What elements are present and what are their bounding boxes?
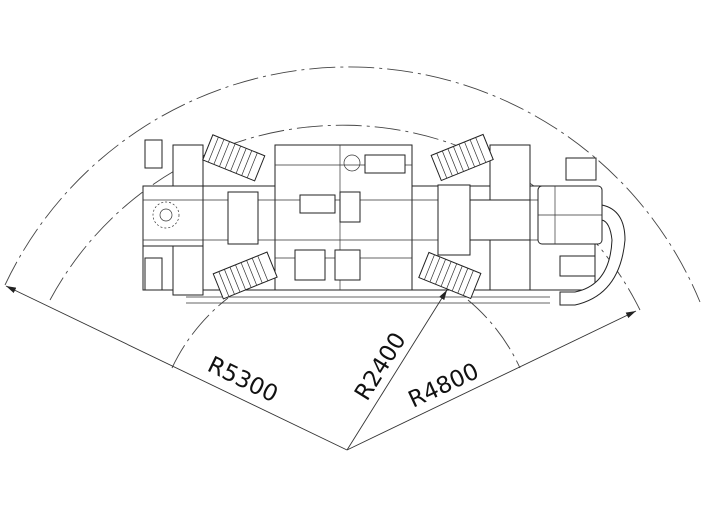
outer-radius-line (5, 285, 348, 451)
vehicle-plan-view (142, 133, 626, 306)
track-rear-right (418, 251, 482, 300)
inner-radius-line (346, 289, 448, 451)
track-rear-left (430, 133, 494, 182)
middle-radius-arc (49, 124, 641, 311)
track-front-right (212, 251, 278, 300)
track-front-left (202, 134, 266, 182)
middle-radius-line (346, 310, 637, 451)
dimension-label-r2400: R2400 (350, 328, 412, 405)
inner-radius-arc-right (467, 299, 521, 369)
outer-radius-arc (4, 66, 701, 303)
dimension-label-r4800: R4800 (405, 358, 484, 413)
